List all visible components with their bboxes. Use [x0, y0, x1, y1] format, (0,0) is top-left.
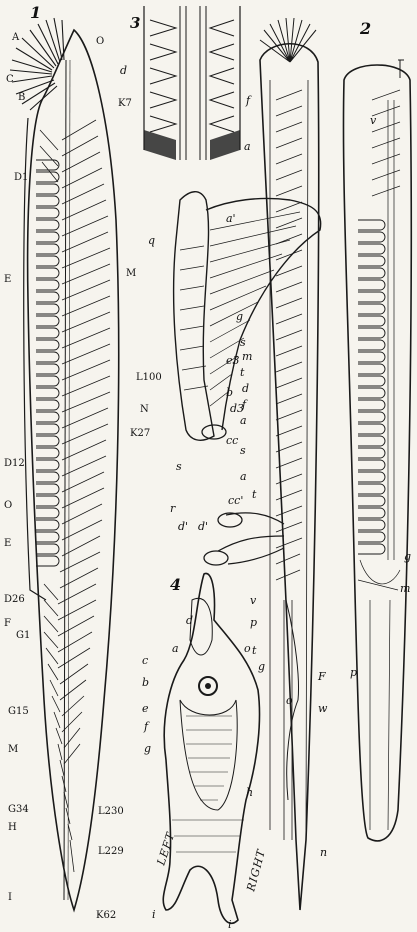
gill-slits — [36, 160, 59, 566]
label-f-fig3: f — [245, 94, 252, 107]
label-s-2: s — [240, 444, 246, 457]
label-M-lower: M — [8, 744, 18, 755]
label-a-mid-2: a — [240, 470, 247, 483]
label-O-top: O — [96, 36, 104, 47]
label-w: w — [318, 702, 328, 715]
label-a-prime: a' — [226, 212, 236, 225]
label-G15: G15 — [8, 706, 29, 717]
label-t-1: t — [240, 366, 245, 379]
label-i-right: i — [228, 918, 232, 931]
label-d-fig3: d — [120, 64, 127, 77]
label-F: F — [317, 670, 326, 683]
label-g-fig2: g — [404, 550, 411, 563]
notochord — [64, 60, 66, 900]
label-a-fig4: a — [172, 642, 179, 655]
label-t-2: t — [252, 488, 257, 501]
label-p: p — [250, 616, 257, 629]
label-G34: G34 — [8, 804, 29, 815]
label-o-fig4: o — [244, 642, 251, 655]
figure-1-labels: A O C B K7 D1 E M L100 N K27 D12 O E D26… — [4, 32, 162, 921]
label-K7: K7 — [118, 98, 132, 109]
label-d-mid: d — [242, 382, 249, 395]
label-m: m — [242, 350, 252, 363]
label-G1: G1 — [16, 630, 30, 641]
label-B: B — [18, 92, 25, 103]
label-g-mid: g — [236, 310, 243, 323]
figure-1-number: 1 — [30, 3, 41, 22]
label-O-mid: O — [4, 500, 12, 511]
label-d-prime-1: d' — [178, 520, 188, 533]
label-e3: e3 — [226, 354, 240, 367]
label-c-fig4: c — [142, 654, 148, 667]
label-cc: cc — [226, 434, 238, 447]
label-L100: L100 — [136, 372, 162, 383]
label-cc-prime: cc' — [228, 494, 243, 507]
label-s-1: s — [240, 336, 246, 349]
label-n: n — [320, 846, 327, 859]
label-q: q — [148, 234, 155, 247]
label-e-fig4: e — [142, 702, 149, 715]
label-F: F — [4, 618, 11, 629]
label-f-fig4: f — [143, 720, 150, 733]
label-v: v — [250, 594, 257, 607]
figure-3-number: 3 — [130, 14, 140, 32]
label-L229: L229 — [98, 846, 124, 857]
label-v-fig2: v — [370, 114, 377, 127]
label-N: N — [140, 404, 149, 415]
label-i-left: i — [152, 908, 156, 921]
side-label-right: RIGHT — [244, 847, 268, 894]
figure-3-detail: 3 d f a — [120, 6, 252, 160]
label-M-upper: M — [126, 268, 136, 279]
label-r: r — [170, 502, 176, 515]
fig2-gill-slits — [358, 220, 385, 554]
figure-2-body: 2 v g m p — [343, 19, 411, 841]
figure-1-whole-animal: 1 A O C B K7 D1 E M L100 N K27 D12 O E D… — [4, 3, 162, 921]
label-E-lower: E — [4, 538, 11, 549]
label-H: H — [8, 822, 17, 833]
figure-4-number: 4 — [170, 575, 181, 594]
label-g-fig4-upper: g — [258, 660, 265, 673]
label-b: b — [226, 386, 233, 399]
label-g-fig4-lower: g — [144, 742, 151, 755]
label-d-prime-2: d' — [198, 520, 208, 533]
label-C: C — [6, 74, 14, 85]
label-d-fig4: d — [186, 614, 193, 627]
side-label-left: LEFT — [154, 830, 177, 868]
label-A: A — [11, 32, 20, 43]
label-p-fig2: p — [350, 666, 357, 679]
figure-2-number: 2 — [359, 19, 371, 38]
label-m-fig2: m — [400, 582, 410, 595]
label-o: o — [286, 694, 293, 707]
label-s-3: s — [176, 460, 182, 473]
label-E-upper: E — [4, 274, 11, 285]
label-D1: D1 — [14, 172, 28, 183]
label-K62: K62 — [96, 910, 116, 921]
label-b-fig4: b — [142, 676, 149, 689]
label-D26: D26 — [4, 594, 25, 605]
label-D12: D12 — [4, 458, 25, 469]
label-h-fig4: h — [246, 786, 253, 799]
label-t-3: t — [252, 644, 257, 657]
label-I: I — [8, 892, 12, 903]
label-K27: K27 — [130, 428, 150, 439]
label-d3: d3 — [230, 402, 244, 415]
label-a-mid-1: a — [240, 414, 247, 427]
label-a-fig3: a — [244, 140, 251, 153]
label-L230: L230 — [98, 806, 124, 817]
